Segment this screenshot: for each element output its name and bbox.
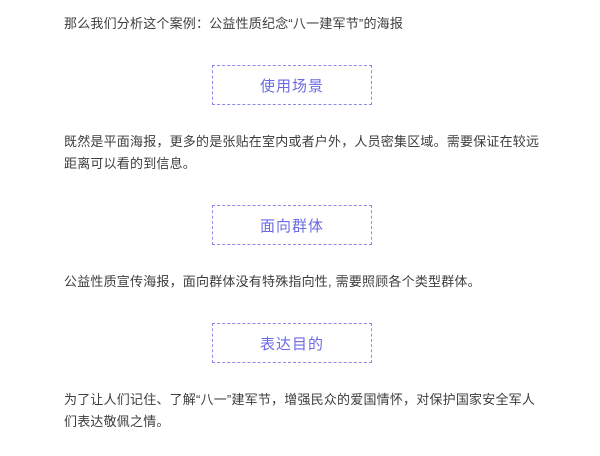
tag-label-expression-purpose: 表达目的 <box>259 335 324 353</box>
paragraph-usage-scenario: 既然是平面海报，更多的是张贴在室内或者户外，人员密集区域。需要保证在较远距离可以… <box>64 134 540 171</box>
tag-box-expression-purpose: 表达目的 <box>212 323 372 363</box>
tag-label-usage-scenario: 使用场景 <box>259 77 324 95</box>
paragraph-expression-purpose: 为了让人们记住、了解“八一”建军节，增强民众的爱国情怀，对保护国家安全军人们表达… <box>64 392 536 429</box>
paragraph-target-group: 公益性质宣传海报，面向群体没有特殊指向性, 需要照顾各个类型群体。 <box>64 274 481 289</box>
tag-label-target-group: 面向群体 <box>259 217 324 235</box>
tag-box-target-group: 面向群体 <box>212 205 372 245</box>
tag-box-usage-scenario: 使用场景 <box>212 65 372 105</box>
intro-paragraph: 那么我们分析这个案例：公益性质纪念“八一建军节”的海报 <box>64 16 404 31</box>
